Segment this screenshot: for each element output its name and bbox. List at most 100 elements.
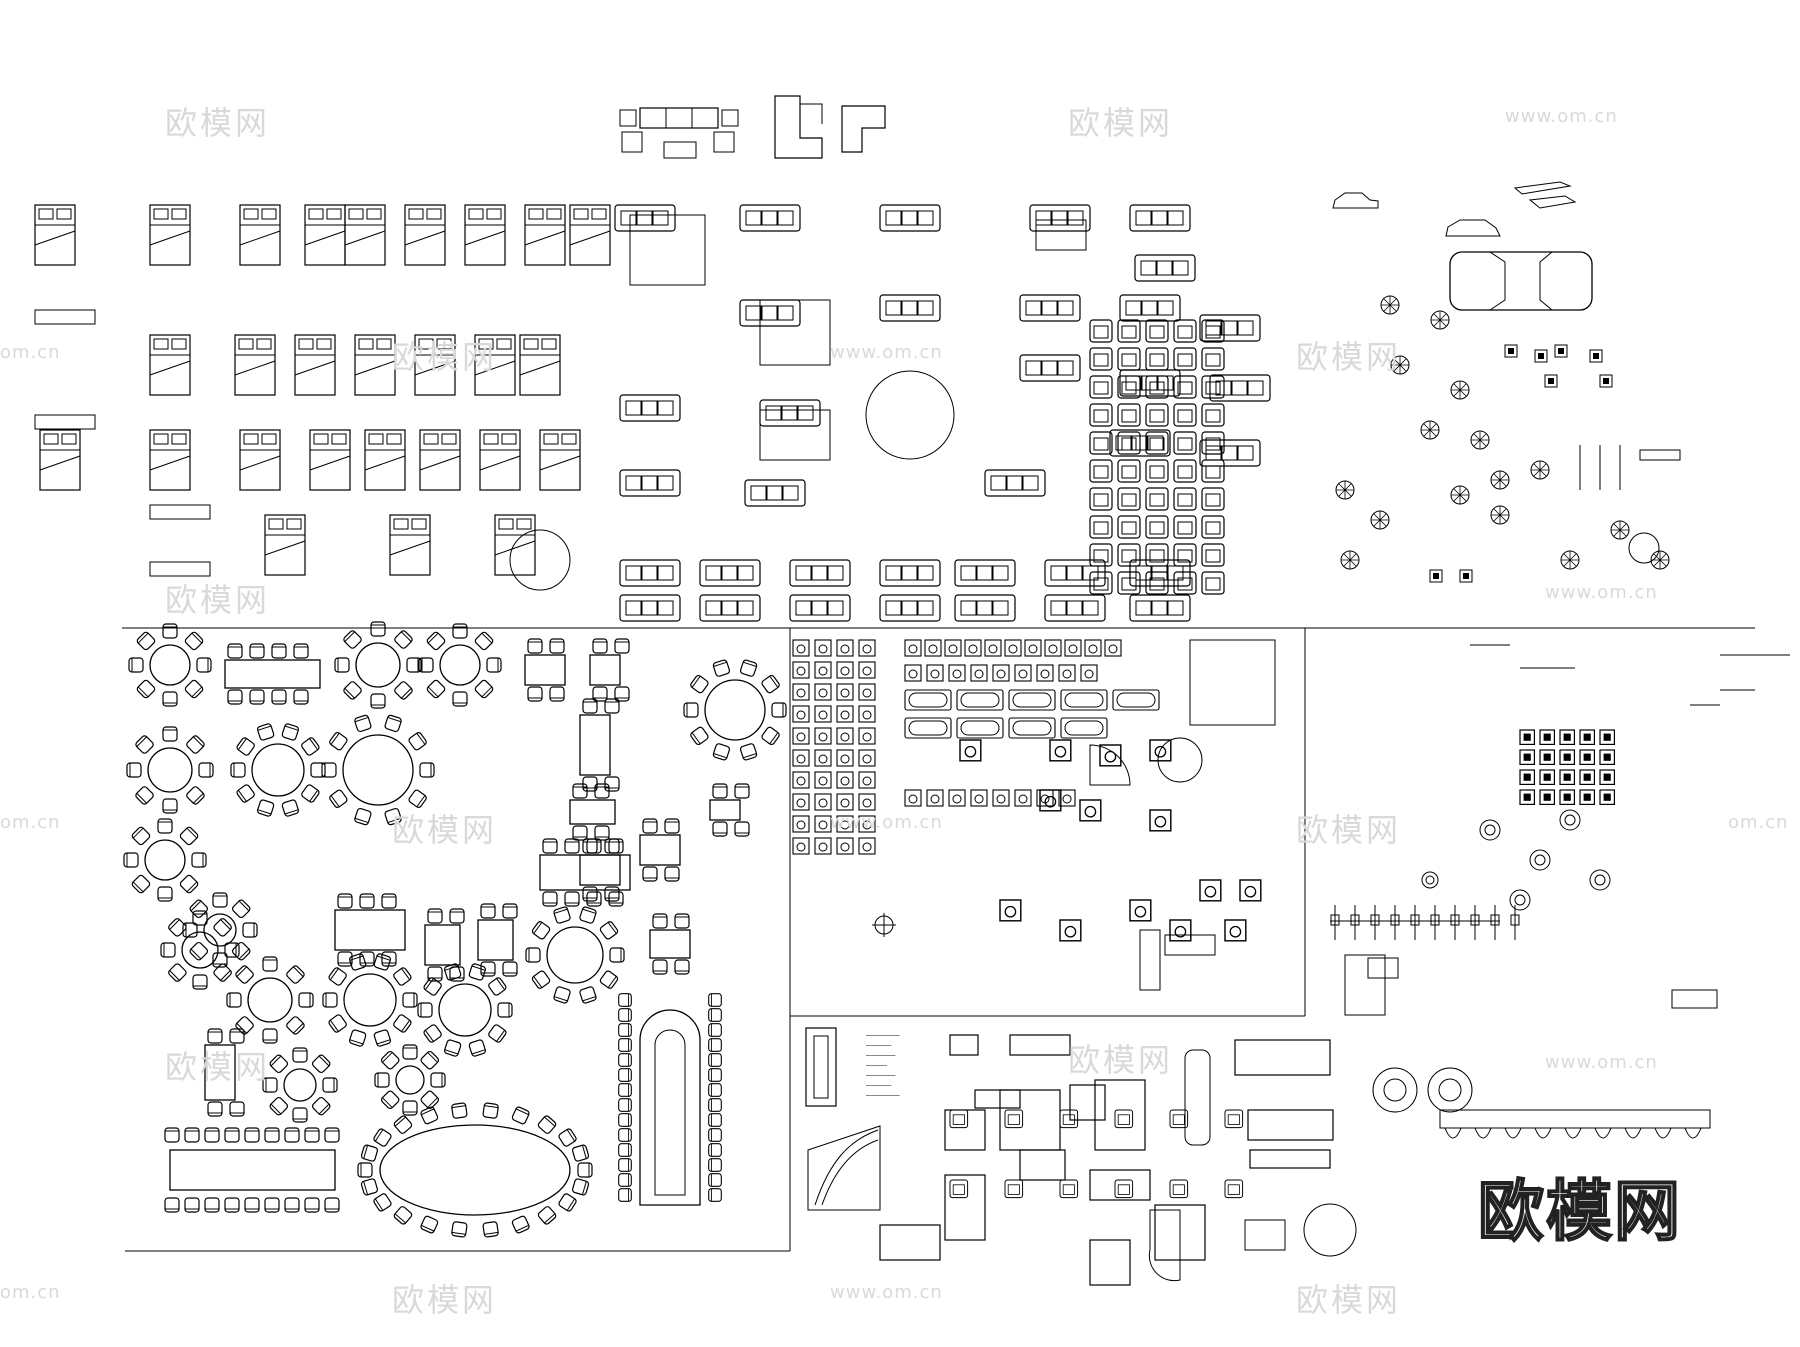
sofa-block [1134, 254, 1196, 282]
plant-icon [1450, 380, 1470, 400]
long-banquet-table [639, 1009, 701, 1206]
small-item-block [1599, 374, 1613, 388]
plant-icon [1450, 485, 1470, 505]
dining-chair [342, 679, 364, 701]
dining-chair [502, 903, 518, 919]
ornament-rosette [1303, 1203, 1357, 1257]
armchair-block [1201, 571, 1225, 595]
armchair-block [1145, 403, 1169, 427]
curtain-swag [1624, 1127, 1642, 1139]
dining-chair [467, 1038, 487, 1058]
sofa-block [1019, 294, 1081, 322]
dining-chair [292, 1047, 308, 1063]
study-furniture [944, 1174, 986, 1241]
conference-chair [304, 1127, 320, 1143]
rug-block [759, 409, 831, 461]
ornament-inner [1438, 1078, 1462, 1102]
plant-icon [1380, 295, 1400, 315]
conference-chair [164, 1127, 180, 1143]
dining-chair [160, 942, 176, 958]
conference-chair [360, 1177, 379, 1197]
bathtub [1060, 689, 1108, 711]
dining-chair [430, 1072, 446, 1088]
bath-fixture [1224, 919, 1247, 942]
bed-block [39, 429, 81, 491]
kitchen-fixture [814, 683, 832, 701]
armchair-block [1173, 403, 1197, 427]
dining-chair [327, 730, 349, 752]
dining-chair [473, 630, 495, 652]
dining-chair [262, 956, 278, 972]
dining-chair [334, 657, 350, 673]
conference-chair [204, 1127, 220, 1143]
dining-chair [608, 891, 624, 907]
dining-chair [712, 783, 728, 799]
rect-table [204, 1044, 236, 1101]
banquet-chair [618, 1053, 632, 1067]
bed-block [569, 204, 611, 266]
long-tub [1139, 929, 1161, 991]
dining-chair [292, 1107, 308, 1123]
dining-chair [212, 892, 228, 908]
conference-table [169, 1149, 336, 1191]
dining-chair [226, 992, 242, 1008]
bath-fixture [959, 739, 982, 762]
dining-chair [407, 730, 429, 752]
fence-cap [1350, 914, 1360, 926]
kitchen-fixture [792, 705, 810, 723]
toilet-fixture [1014, 789, 1032, 807]
banquet-chair [708, 1008, 722, 1022]
dining-chair [184, 784, 206, 806]
dining-chair [310, 1095, 332, 1117]
round-table [149, 644, 191, 686]
armchair-block [1173, 487, 1197, 511]
small-item-block [1504, 344, 1518, 358]
bed-block [524, 204, 566, 266]
dining-chair [280, 722, 300, 742]
armchair-block [1145, 347, 1169, 371]
sink-fixture [970, 664, 988, 682]
round-table-rug [865, 370, 955, 460]
bed-block [474, 334, 516, 396]
dining-chair [425, 630, 447, 652]
stair-note: ————— [866, 1061, 888, 1069]
dining-chair [609, 947, 625, 963]
dining-chair [422, 1023, 444, 1044]
conference-chair [204, 1197, 220, 1213]
dining-chair [230, 762, 246, 778]
study-blocks [879, 1034, 1357, 1286]
small-item-block [1544, 374, 1558, 388]
dining-chair [739, 742, 759, 762]
dining-chair [280, 798, 300, 818]
dining-chair [262, 1077, 278, 1093]
bed-block [264, 514, 306, 576]
dining-chair [192, 974, 208, 990]
bench-block [1671, 989, 1718, 1009]
sofa-block [954, 594, 1016, 622]
sofa-block [1019, 354, 1081, 382]
pattern-tile [1559, 749, 1576, 766]
plant-blocks [1335, 295, 1681, 583]
bed-block [519, 334, 561, 396]
sofa-block [879, 559, 941, 587]
kitchen-fixture [792, 661, 810, 679]
dining-chair [383, 713, 403, 733]
study-furniture [879, 1224, 941, 1261]
bed-block [479, 429, 521, 491]
sofa-block [1199, 439, 1261, 467]
bed-block [354, 334, 396, 396]
ornament-rosette [1479, 819, 1501, 841]
stair-note: ——————— [866, 1051, 896, 1059]
kitchen-fixture [836, 661, 854, 679]
grand-piano [1148, 1209, 1181, 1282]
armchair-block [1089, 375, 1113, 399]
bench-block [34, 309, 96, 325]
stair-note: ———————— [866, 1031, 900, 1039]
armchair-block [1173, 375, 1197, 399]
dining-chair [227, 643, 243, 659]
curtain-swag [1474, 1127, 1492, 1139]
dining-chair [298, 992, 314, 1008]
dining-chair [370, 693, 386, 709]
dining-chair [452, 623, 468, 639]
dining-chair [542, 838, 558, 854]
